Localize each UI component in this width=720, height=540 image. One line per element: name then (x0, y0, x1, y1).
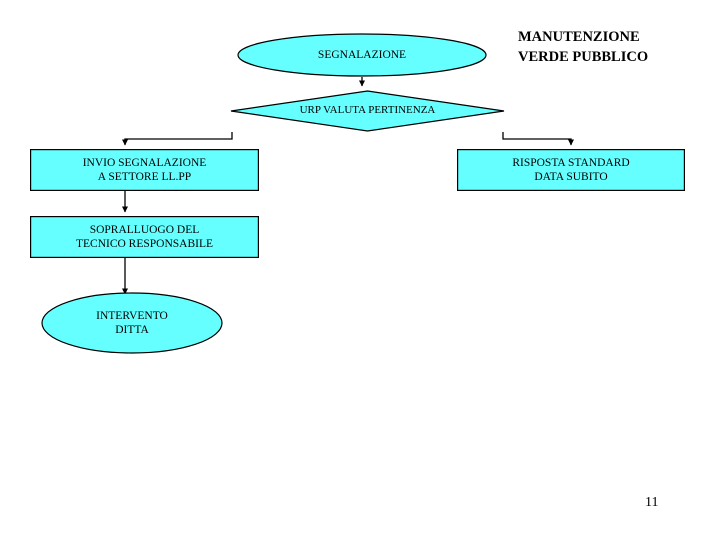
slide-title: MANUTENZIONE VERDE PUBBLICO (518, 29, 649, 65)
rect-shape (30, 216, 259, 258)
node-invio-segnalazione[interactable]: INVIO SEGNALAZIONE A SETTORE LL.PP (30, 149, 259, 191)
diamond-shape (230, 90, 505, 132)
rect-shape (457, 149, 685, 191)
connector-urp-to-risposta (502, 132, 574, 146)
ellipse-shape (41, 292, 223, 354)
page-number: 11 (645, 495, 659, 510)
node-intervento-ditta[interactable]: INTERVENTO DITTA (41, 292, 223, 354)
rect-shape (30, 149, 259, 191)
node-risposta-standard[interactable]: RISPOSTA STANDARD DATA SUBITO (457, 149, 685, 191)
ellipse-shape (237, 33, 487, 77)
node-segnalazione[interactable]: SEGNALAZIONE (237, 33, 487, 77)
connector-urp-to-invio (122, 132, 233, 146)
node-sopralluogo-tecnico[interactable]: SOPRALLUOGO DEL TECNICO RESPONSABILE (30, 216, 259, 258)
node-urp-valuta-pertinenza[interactable]: URP VALUTA PERTINENZA (230, 90, 505, 132)
